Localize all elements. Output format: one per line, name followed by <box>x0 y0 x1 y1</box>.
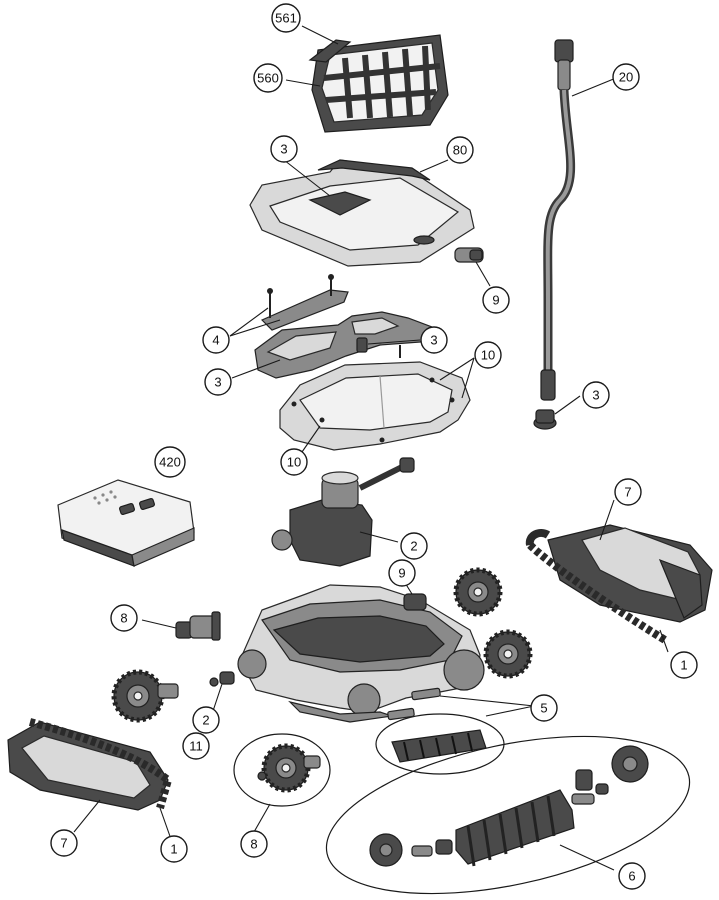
wheel-group-part <box>257 743 321 793</box>
callout-6: 6 <box>618 862 646 890</box>
callout-label: 5 <box>540 701 547 716</box>
callout-3-cable: 3 <box>582 381 610 409</box>
callout-9-body: 9 <box>388 559 416 587</box>
main-cover-part <box>279 361 471 451</box>
callout-label: 7 <box>624 485 631 500</box>
left-track-part <box>7 718 173 811</box>
callout-420: 420 <box>154 446 186 478</box>
callout-label: 3 <box>592 388 599 403</box>
motor-block-part <box>271 457 415 567</box>
gear-upper-part <box>453 567 503 617</box>
callout-11: 11 <box>182 732 210 760</box>
brush-end-cap-right-part <box>571 745 649 805</box>
callout-1-left: 1 <box>160 835 188 863</box>
gear-lower-part <box>483 629 533 679</box>
wheel-plug-part <box>175 611 221 641</box>
power-supply-part <box>57 479 195 567</box>
callout-8-plug: 8 <box>110 604 138 632</box>
wheel-group-outline <box>233 733 331 807</box>
callout-label: 3 <box>430 333 437 348</box>
left-gear-part <box>111 669 179 723</box>
callout-label: 20 <box>619 70 633 85</box>
callout-2-bushing: 2 <box>192 706 220 734</box>
callout-label: 3 <box>280 142 287 157</box>
callout-8-group: 8 <box>240 830 268 858</box>
callout-label: 80 <box>453 143 467 158</box>
callout-10-right: 10 <box>474 341 502 369</box>
callout-2-motor: 2 <box>400 532 428 560</box>
callout-label: 10 <box>287 455 301 470</box>
callout-560: 560 <box>253 63 283 93</box>
callout-label: 2 <box>410 539 417 554</box>
callout-3-cover: 3 <box>204 368 232 396</box>
screw-bar-part <box>260 274 349 331</box>
callout-3-lid: 3 <box>270 135 298 163</box>
callout-5: 5 <box>530 694 558 722</box>
callout-80: 80 <box>446 136 474 164</box>
cable-cap-part <box>533 409 557 430</box>
leader-lines <box>73 25 669 871</box>
callout-20: 20 <box>612 63 640 91</box>
callout-1-right: 1 <box>670 651 698 679</box>
callout-label: 2 <box>202 713 209 728</box>
basket-part <box>308 34 449 133</box>
right-track-part <box>525 524 713 644</box>
brush-group-outline <box>325 735 691 895</box>
callout-label: 6 <box>628 869 635 884</box>
callout-label: 420 <box>159 455 181 470</box>
callout-label: 560 <box>257 71 279 86</box>
small-clips-part <box>387 687 441 721</box>
callout-9-lid: 9 <box>482 286 510 314</box>
bushing-part <box>209 671 235 687</box>
cover-screw-part <box>356 337 401 358</box>
callout-label: 10 <box>481 348 495 363</box>
callout-7-left: 7 <box>50 829 78 857</box>
callout-label: 9 <box>492 293 499 308</box>
latch-body-part <box>403 593 427 611</box>
callout-label: 4 <box>212 333 219 348</box>
callout-label: 1 <box>680 658 687 673</box>
brush-end-cap-left-part <box>369 833 453 867</box>
callout-label: 9 <box>398 566 405 581</box>
callout-4: 4 <box>202 326 230 354</box>
callout-10-bottom: 10 <box>280 448 308 476</box>
lid-part <box>249 159 475 267</box>
upper-cover-part <box>254 311 442 379</box>
callout-561: 561 <box>271 3 301 33</box>
callout-label: 7 <box>60 836 67 851</box>
callout-label: 8 <box>250 837 257 852</box>
callout-label: 8 <box>120 611 127 626</box>
brush-clip-part <box>391 729 487 763</box>
swivel-cable-part <box>540 39 576 401</box>
lid-latch-part <box>454 247 484 263</box>
callout-label: 3 <box>214 375 221 390</box>
callout-3-cover-insert: 3 <box>420 326 448 354</box>
callout-7-right: 7 <box>614 478 642 506</box>
callout-label: 1 <box>170 842 177 857</box>
callout-label: 561 <box>275 11 297 26</box>
callout-label: 11 <box>189 739 203 754</box>
brush-roller-part <box>455 789 575 867</box>
chassis-part <box>237 584 485 723</box>
